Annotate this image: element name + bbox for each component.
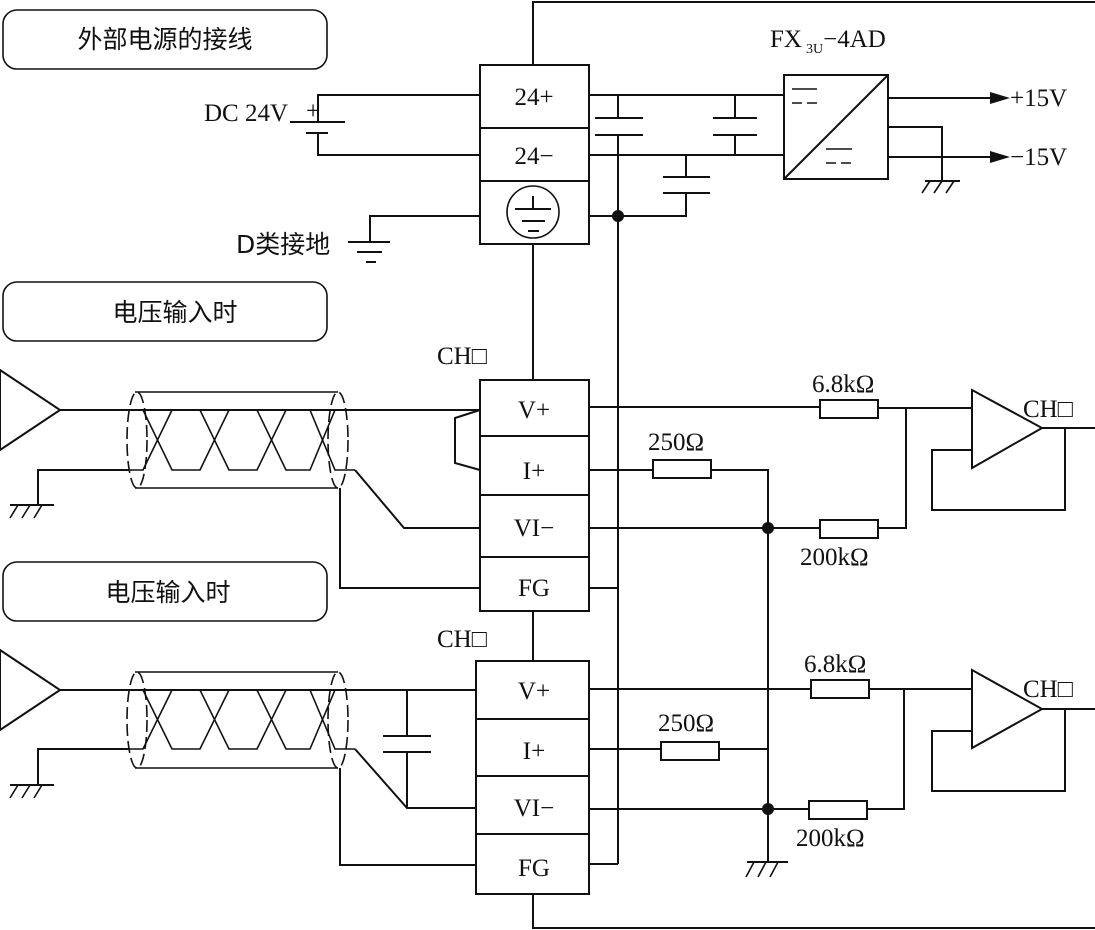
source-amplifier-icon <box>0 648 62 732</box>
channel-1: CH□ V+ I+ VI− FG <box>0 343 1095 640</box>
battery-icon <box>290 94 480 156</box>
terminal-v-plus: V+ <box>518 678 550 705</box>
label-250-ohm: 250Ω <box>648 429 704 456</box>
channel-2-label: CH□ <box>437 626 488 653</box>
power-internal-wiring <box>589 94 784 864</box>
channel-2: CH□ V+ I+ VI− FG <box>0 626 1095 895</box>
label-6-8k-ohm: 6.8kΩ <box>812 371 874 398</box>
resistor-6-8k-icon <box>810 679 870 699</box>
buffer-opamp-icon <box>971 668 1045 750</box>
converter-outputs <box>888 92 1010 194</box>
terminal-i-plus: I+ <box>523 738 545 765</box>
svg-text:电压输入时: 电压输入时 <box>112 298 237 327</box>
resistor-200k-icon <box>808 800 868 820</box>
earth-terminal-icon <box>506 185 560 239</box>
terminal-vi-minus: VI− <box>514 515 554 542</box>
chassis-ground-icon <box>745 861 788 878</box>
power-terminal-block: 24+ 24− <box>479 64 590 245</box>
terminal-i-plus: I+ <box>523 458 545 485</box>
channel-1-output-label: CH□ <box>1023 396 1074 423</box>
terminal-fg: FG <box>518 855 550 882</box>
terminal-vi-minus: VI− <box>514 795 554 822</box>
shielded-twisted-pair-cable-icon <box>126 391 360 489</box>
signal-ground-icon <box>9 504 54 519</box>
chassis-ground-icon <box>921 180 960 194</box>
shielded-twisted-pair-cable-icon <box>126 671 360 769</box>
dc-dc-converter-icon <box>783 74 889 180</box>
label-6-8k-ohm: 6.8kΩ <box>804 651 866 678</box>
channel-2-output-label: CH□ <box>1023 676 1074 703</box>
section-label-external-power: 外部电源的接线 <box>2 9 328 70</box>
terminal-fg: FG <box>518 575 550 602</box>
dc-supply-plus: + <box>306 98 320 125</box>
ground-class-d-label: D类接地 <box>236 230 330 259</box>
buffer-opamp-icon <box>971 388 1045 470</box>
channel-1-label: CH□ <box>437 343 488 370</box>
dc-supply-label: DC 24V <box>204 100 288 127</box>
label-200k-ohm: 200kΩ <box>800 544 869 571</box>
terminal-24-minus: 24− <box>514 143 553 170</box>
resistor-200k-icon <box>819 519 879 539</box>
input-capacitor-icon <box>383 690 431 808</box>
svg-text:外部电源的接线: 外部电源的接线 <box>77 25 252 54</box>
terminal-v-plus: V+ <box>518 397 550 424</box>
resistor-6-8k-icon <box>819 399 879 419</box>
label-250-ohm: 250Ω <box>658 710 714 737</box>
label-200k-ohm: 200kΩ <box>796 825 865 852</box>
resistor-250-ohm-icon <box>652 459 712 479</box>
output-plus-15v: +15V <box>1010 85 1067 112</box>
source-amplifier-icon <box>0 368 62 452</box>
section-label-voltage-input-2: 电压输入时 <box>2 561 328 622</box>
signal-ground-icon <box>9 784 54 799</box>
terminal-24-plus: 24+ <box>514 84 553 111</box>
resistor-250-ohm-icon <box>660 741 720 761</box>
output-minus-15v: −15V <box>1010 144 1067 171</box>
section-label-voltage-input-1: 电压输入时 <box>2 281 328 342</box>
ground-icon <box>348 215 480 263</box>
svg-text:电压输入时: 电压输入时 <box>105 578 230 607</box>
